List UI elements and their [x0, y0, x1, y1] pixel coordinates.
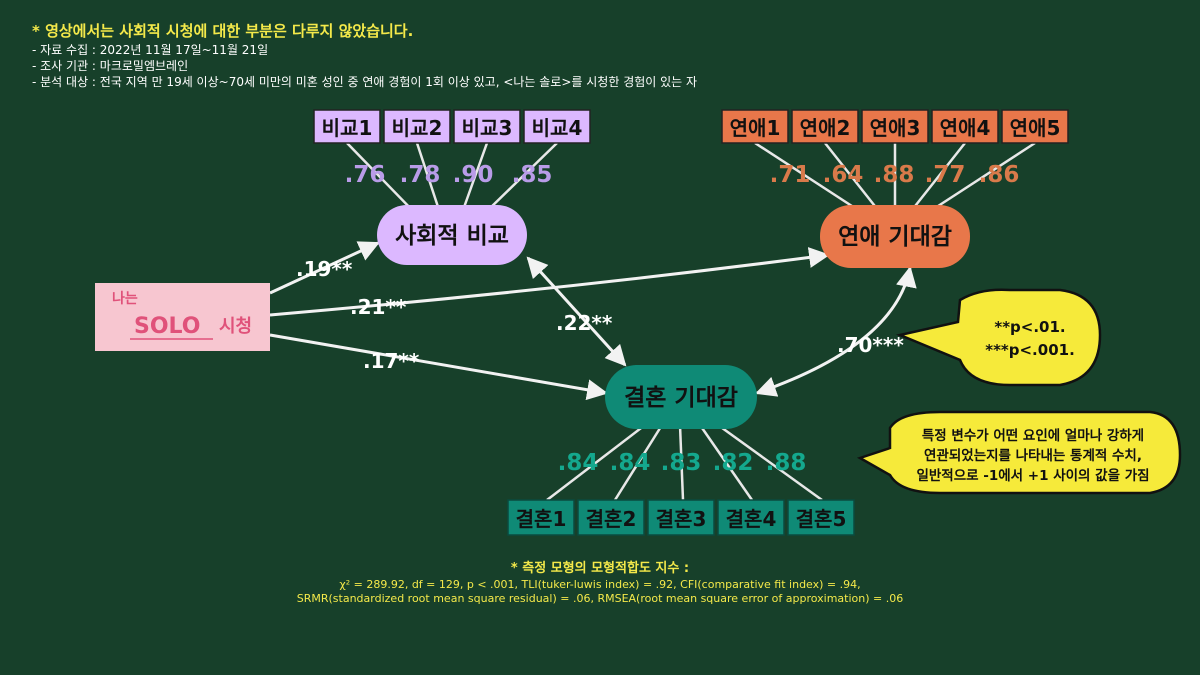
indicator-label: 연애1 [730, 116, 781, 140]
source-prefix: 나는 [112, 291, 138, 307]
path-dating-marriage [755, 265, 917, 397]
indicator-label: 연애2 [800, 116, 851, 140]
indicator-box-marriage-5: 결혼5 [787, 499, 855, 536]
path-solo-to-comparison [269, 241, 380, 295]
dating-indicators: 연애1 연애2 연애3 연애4 연애5 [721, 109, 1069, 144]
fit-line-2: SRMR(standardized root mean square resid… [296, 592, 904, 605]
loading-comparison-1: .76 [345, 162, 386, 188]
loading-marriage-3: .83 [661, 450, 702, 476]
indicator-box-marriage-3: 결혼3 [647, 499, 715, 536]
loading-dating-1: .71 [770, 162, 811, 188]
notes-title: * 영상에서는 사회적 시청에 대한 부분은 다루지 않았습니다. [32, 22, 414, 40]
loading-marriage-2: .84 [610, 450, 651, 476]
indicator-box-dating-1: 연애1 [721, 109, 789, 144]
indicator-box-marriage-2: 결혼2 [577, 499, 645, 536]
indicator-label: 연애5 [1010, 116, 1061, 140]
coef-solo-to-dating: .21** [350, 295, 407, 319]
path-comparison-marriage [526, 256, 627, 367]
loading-comparison-4: .85 [512, 162, 553, 188]
source-brand: SOLO [134, 314, 200, 339]
latent-label-dating-expectation: 연애 기대감 [838, 224, 952, 250]
explanation-bubble [856, 410, 1182, 495]
significance-text: **p<.01. ***p<.001. [985, 318, 1075, 359]
loading-comparison-2: .78 [400, 162, 441, 188]
indicator-label: 결혼2 [586, 507, 637, 531]
loading-dating-4: .77 [925, 162, 966, 188]
coef-solo-to-marriage: .17** [363, 349, 420, 373]
marriage-indicators: 결혼1 결혼2 결혼3 결혼4 결혼5 [507, 499, 855, 536]
latent-node-social-comparison: 사회적 비교 [377, 205, 527, 265]
indicator-label: 결혼1 [516, 507, 567, 531]
notes-line-target: - 분석 대상 : 전국 지역 만 19세 이상~70세 미만의 미혼 성인 중… [32, 75, 698, 89]
comparison-indicator-lines [346, 142, 558, 214]
loading-marriage-1: .84 [558, 450, 599, 476]
indicator-label: 비교2 [392, 116, 443, 140]
latent-label-marriage-expectation: 결혼 기대감 [624, 385, 738, 411]
significance-line-2: ***p<.001. [985, 341, 1075, 359]
fit-title: * 측정 모형의 모형적합도 지수 : [510, 561, 690, 576]
source-node-solo: 나는 SOLO 시청 [95, 283, 270, 351]
source-suffix: 시청 [219, 316, 252, 337]
loading-marriage-5: .88 [766, 450, 807, 476]
loading-dating-5: .86 [979, 162, 1020, 188]
indicator-label: 결혼3 [656, 507, 707, 531]
explanation-line-3: 일반적으로 -1에서 +1 사이의 값을 가짐 [916, 467, 1149, 484]
indicator-box-dating-5: 연애5 [1001, 109, 1069, 144]
notes-line-collection: - 자료 수집 : 2022년 11월 17일~11월 21일 [32, 43, 269, 57]
indicator-label: 비교4 [532, 116, 583, 140]
indicator-label: 연애3 [870, 116, 921, 140]
indicator-label: 결혼5 [796, 507, 847, 531]
indicator-box-comparison-4: 비교4 [523, 109, 591, 144]
dating-indicator-lines [754, 141, 1036, 212]
coef-solo-to-comparison: .19** [296, 257, 353, 281]
loading-dating-2: .64 [823, 162, 864, 188]
path-coefficients: .19** .21** .17** .22** .70*** [296, 257, 904, 373]
latent-node-dating-expectation: 연애 기대감 [820, 205, 970, 268]
indicator-box-comparison-2: 비교2 [383, 109, 451, 144]
loading-dating-3: .88 [874, 162, 915, 188]
marriage-indicator-lines [546, 423, 823, 502]
dating-loadings: .71 .64 .88 .77 .86 [770, 162, 1020, 188]
indicator-box-comparison-3: 비교3 [453, 109, 521, 144]
latent-node-marriage-expectation: 결혼 기대감 [605, 365, 757, 429]
notes-block: * 영상에서는 사회적 시청에 대한 부분은 다루지 않았습니다. - 자료 수… [32, 20, 697, 90]
indicator-box-dating-3: 연애3 [861, 109, 929, 144]
notes-line-agency: - 조사 기관 : 마크로밀엠브레인 [32, 59, 189, 73]
explanation-line-1: 특정 변수가 어떤 요인에 얼마나 강하게 [922, 427, 1144, 444]
indicator-label: 비교1 [322, 116, 373, 140]
latent-label-social-comparison: 사회적 비교 [395, 223, 509, 249]
indicator-box-comparison-1: 비교1 [313, 109, 381, 144]
loading-marriage-4: .82 [713, 450, 754, 476]
indicator-box-dating-4: 연애4 [931, 109, 999, 144]
significance-line-1: **p<.01. [994, 318, 1065, 336]
indicator-label: 비교3 [462, 116, 513, 140]
coef-comparison-marriage: .22** [556, 311, 613, 335]
explanation-text: 특정 변수가 어떤 요인에 얼마나 강하게 연관되었는지를 나타내는 통계적 수… [916, 427, 1149, 484]
fit-line-1: χ² = 289.92, df = 129, p < .001, TLI(tuk… [339, 578, 861, 591]
indicator-box-marriage-1: 결혼1 [507, 499, 575, 536]
comparison-indicators: 비교1 비교2 비교3 비교4 [313, 109, 591, 144]
loading-comparison-3: .90 [453, 162, 494, 188]
path-solo-to-marriage [269, 333, 609, 401]
indicator-label: 결혼4 [726, 507, 777, 531]
coef-dating-marriage: .70*** [837, 333, 904, 357]
significance-bubble [895, 288, 1102, 387]
explanation-line-2: 연관되었는지를 나타내는 통계적 수치, [924, 447, 1142, 464]
comparison-loadings: .76 .78 .90 .85 [345, 162, 553, 188]
marriage-loadings: .84 .84 .83 .82 .88 [558, 450, 807, 476]
indicator-label: 연애4 [940, 116, 991, 140]
indicator-box-dating-2: 연애2 [791, 109, 859, 144]
indicator-box-marriage-4: 결혼4 [717, 499, 785, 536]
